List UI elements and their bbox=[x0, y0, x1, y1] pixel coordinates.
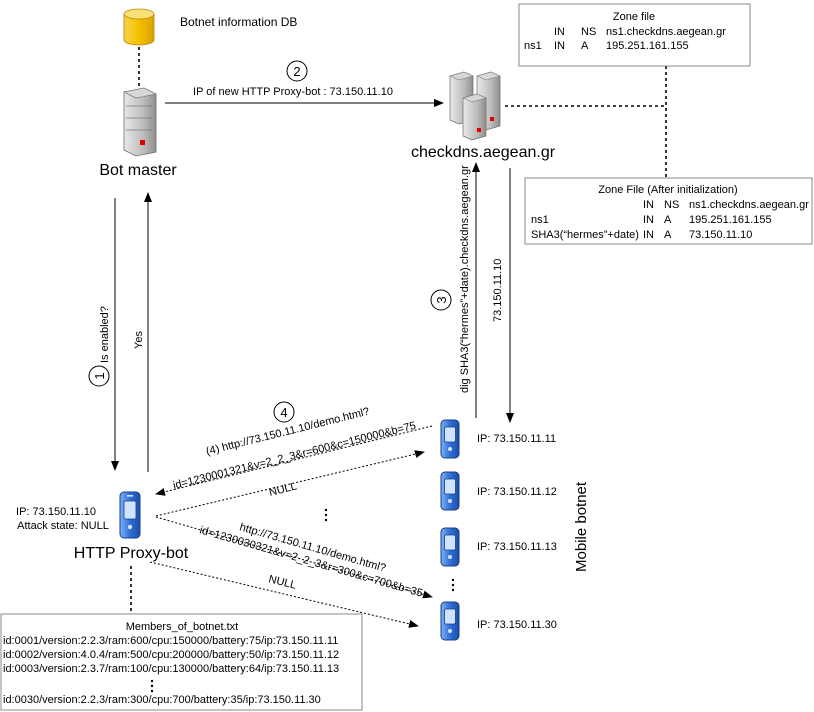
ellipsis-devices bbox=[451, 578, 455, 592]
step-2-marker bbox=[286, 60, 308, 82]
zone-init-r0-value: ns1.checkdns.aegean.gr bbox=[689, 199, 809, 211]
zone-file-r1-class: IN bbox=[554, 40, 565, 52]
edge-dig-label: dig SHA3(“hermes”+date).checkdns.aegean.… bbox=[459, 165, 471, 393]
bot-master-server-icon bbox=[123, 87, 157, 157]
proxy-attack-state: Attack state: NULL bbox=[17, 520, 109, 532]
zone-file-r0-type: NS bbox=[581, 26, 596, 38]
zone-file-r0-value: ns1.checkdns.aegean.gr bbox=[606, 26, 726, 38]
members-line-2: id:0002/version:4.0.4/ram:500/cpu:200000… bbox=[3, 649, 339, 661]
proxy-label: HTTP Proxy-bot bbox=[74, 545, 189, 562]
step-2-label: 2 bbox=[293, 64, 300, 79]
device-2 bbox=[440, 471, 460, 511]
device-1-ip: IP: 73.150.11.11 bbox=[477, 433, 556, 445]
edge-null-2-label: NULL bbox=[267, 573, 297, 591]
zone-init-r1-name: ns1 bbox=[531, 214, 549, 226]
device-3-ip: IP: 73.150.11.13 bbox=[477, 541, 557, 553]
proxy-ip: IP: 73.150.11.10 bbox=[16, 506, 96, 518]
mobile-botnet-label: Mobile botnet bbox=[573, 481, 590, 572]
step-4-marker bbox=[273, 401, 295, 423]
zone-file-title: Zone file bbox=[613, 11, 655, 23]
zone-init-r2-class: IN bbox=[643, 229, 654, 241]
device-3 bbox=[440, 527, 460, 567]
zone-file-init-box: Zone File (After initialization) IN NS n… bbox=[524, 177, 813, 245]
device-4 bbox=[440, 601, 460, 641]
members-line-1: id:0001/version:2.2.3/ram:600/cpu:150000… bbox=[3, 635, 338, 647]
edge-request-2-line2: id=1230030321&v=2_2_3&r=300&c=700&b=35 bbox=[198, 524, 424, 599]
zone-file-box: Zone file IN NS ns1.checkdns.aegean.gr n… bbox=[518, 3, 751, 67]
edge-null-2 bbox=[149, 561, 419, 628]
zone-init-r1-value: 195.251.161.155 bbox=[689, 214, 772, 226]
edge-new-proxy-label: IP of new HTTP Proxy-bot : 73.150.11.10 bbox=[193, 86, 393, 98]
zone-file-r0-class: IN bbox=[554, 26, 565, 38]
zone-init-r0-class: IN bbox=[643, 199, 654, 211]
zone-init-r0-type: NS bbox=[664, 199, 679, 211]
ellipsis-middle bbox=[324, 508, 328, 522]
edge-null-1-label: NULL bbox=[268, 480, 298, 498]
zone-init-r1-class: IN bbox=[643, 214, 654, 226]
device-4-ip: IP: 73.150.11.30 bbox=[477, 619, 557, 631]
dns-server-label: checkdns.aegean.gr bbox=[411, 144, 556, 161]
zone-file-r1-value: 195.251.161.155 bbox=[606, 40, 689, 52]
members-line-4: id:0030/version:2.2.3/ram:300/cpu:700/ba… bbox=[3, 694, 321, 706]
database-icon bbox=[123, 8, 155, 46]
step-4-label: 4 bbox=[280, 405, 287, 420]
device-1 bbox=[440, 419, 460, 459]
edge-is-enabled-label: Is enabled? bbox=[99, 306, 111, 363]
dns-server-cluster-icon bbox=[449, 71, 501, 141]
zone-file-init-title: Zone File (After initialization) bbox=[598, 184, 737, 196]
db-label: Botnet information DB bbox=[180, 15, 297, 29]
zone-init-r1-type: A bbox=[664, 214, 672, 226]
members-file-box: Members_of_botnet.txt id:0001/version:2.… bbox=[0, 613, 363, 711]
members-title: Members_of_botnet.txt bbox=[126, 621, 239, 633]
zone-init-r2-type: A bbox=[664, 229, 672, 241]
edge-dns-answer-label: 73.150.11.10 bbox=[492, 259, 504, 322]
edge-request-1 bbox=[155, 425, 433, 496]
edge-yes-label: Yes bbox=[133, 331, 145, 349]
proxy-phone-icon bbox=[119, 491, 141, 539]
step-1-marker bbox=[88, 365, 110, 387]
edge-null-1 bbox=[155, 450, 425, 517]
members-ellipsis bbox=[150, 679, 154, 693]
step-3-marker bbox=[430, 289, 452, 311]
members-line-3: id:0003/version:2.3.7/ram:100/cpu:130000… bbox=[3, 663, 339, 675]
device-2-ip: IP: 73.150.11.12 bbox=[477, 486, 557, 498]
bot-master-label: Bot master bbox=[99, 162, 177, 179]
step-1-label: 1 bbox=[92, 372, 107, 379]
zone-file-r1-type: A bbox=[581, 40, 589, 52]
zone-init-r2-name: SHA3(“hermes”+date) bbox=[531, 229, 639, 241]
zone-file-r1-name: ns1 bbox=[524, 40, 542, 52]
zone-init-r2-value: 73.150.11.10 bbox=[689, 229, 752, 241]
step-3-label: 3 bbox=[434, 296, 449, 303]
